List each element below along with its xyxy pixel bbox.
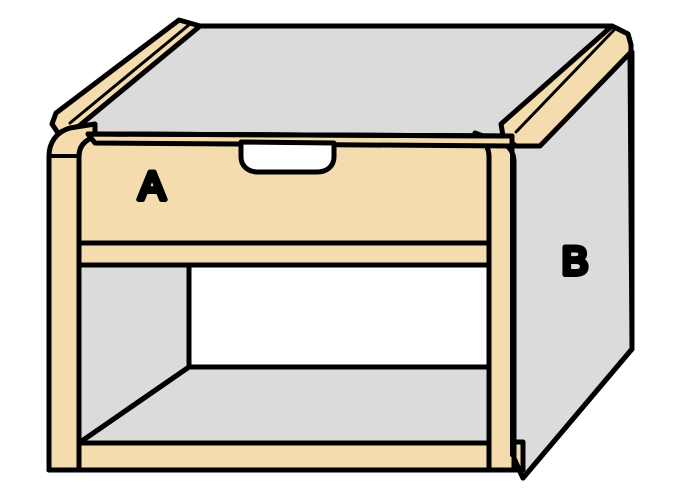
right-edge-crease-line xyxy=(514,28,616,134)
bottom-rail xyxy=(46,439,526,473)
cavity-floor-diagonal xyxy=(76,364,192,446)
label-side-b: B xyxy=(562,240,589,284)
back-edge-crease-line xyxy=(68,22,192,125)
top-front-edge-line xyxy=(85,131,515,139)
drawer-handle xyxy=(238,139,337,175)
mid-rail xyxy=(76,240,492,268)
top-right-wood-edge xyxy=(498,23,634,149)
label-drawer-a: A xyxy=(139,165,166,209)
side-panel-bottom-diagonal xyxy=(520,346,635,481)
cavity-back-panel xyxy=(186,262,492,370)
